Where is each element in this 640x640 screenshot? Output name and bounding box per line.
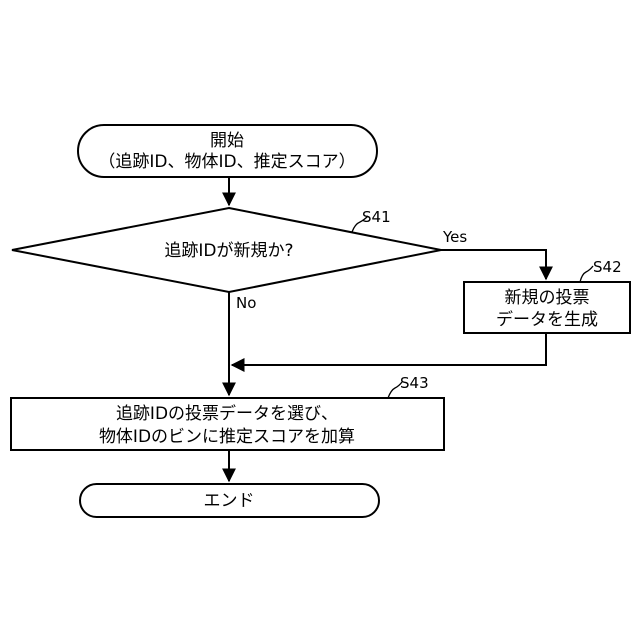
end-label: エンド	[204, 491, 255, 511]
process-s43-line1: 追跡IDの投票データを選び、	[116, 403, 338, 424]
step-label-s43: S43	[400, 374, 429, 392]
step-label-s42: S42	[593, 258, 622, 276]
step-label-s41: S41	[362, 208, 391, 226]
end-node: エンド	[80, 484, 379, 517]
process-s43-line2: 物体IDのビンに推定スコアを加算	[99, 427, 355, 447]
process-s42-line2: データを生成	[496, 309, 598, 330]
start-label-line2: （追跡ID、物体ID、推定スコア）	[98, 152, 355, 172]
yes-label: Yes	[442, 228, 467, 246]
decision-label: 追跡IDが新規か?	[164, 241, 293, 261]
start-label-line1: 開始	[210, 131, 244, 151]
process-s42-line1: 新規の投票	[505, 288, 590, 308]
no-label: No	[236, 294, 256, 312]
edge-yes-to-s42	[441, 250, 546, 279]
start-node: 開始 （追跡ID、物体ID、推定スコア）	[78, 125, 377, 177]
edge-s42-return	[232, 333, 546, 365]
s42-leader-line	[580, 266, 593, 282]
process-s43: 追跡IDの投票データを選び、 物体IDのビンに推定スコアを加算	[11, 398, 444, 450]
process-s42: 新規の投票 データを生成	[464, 282, 630, 333]
